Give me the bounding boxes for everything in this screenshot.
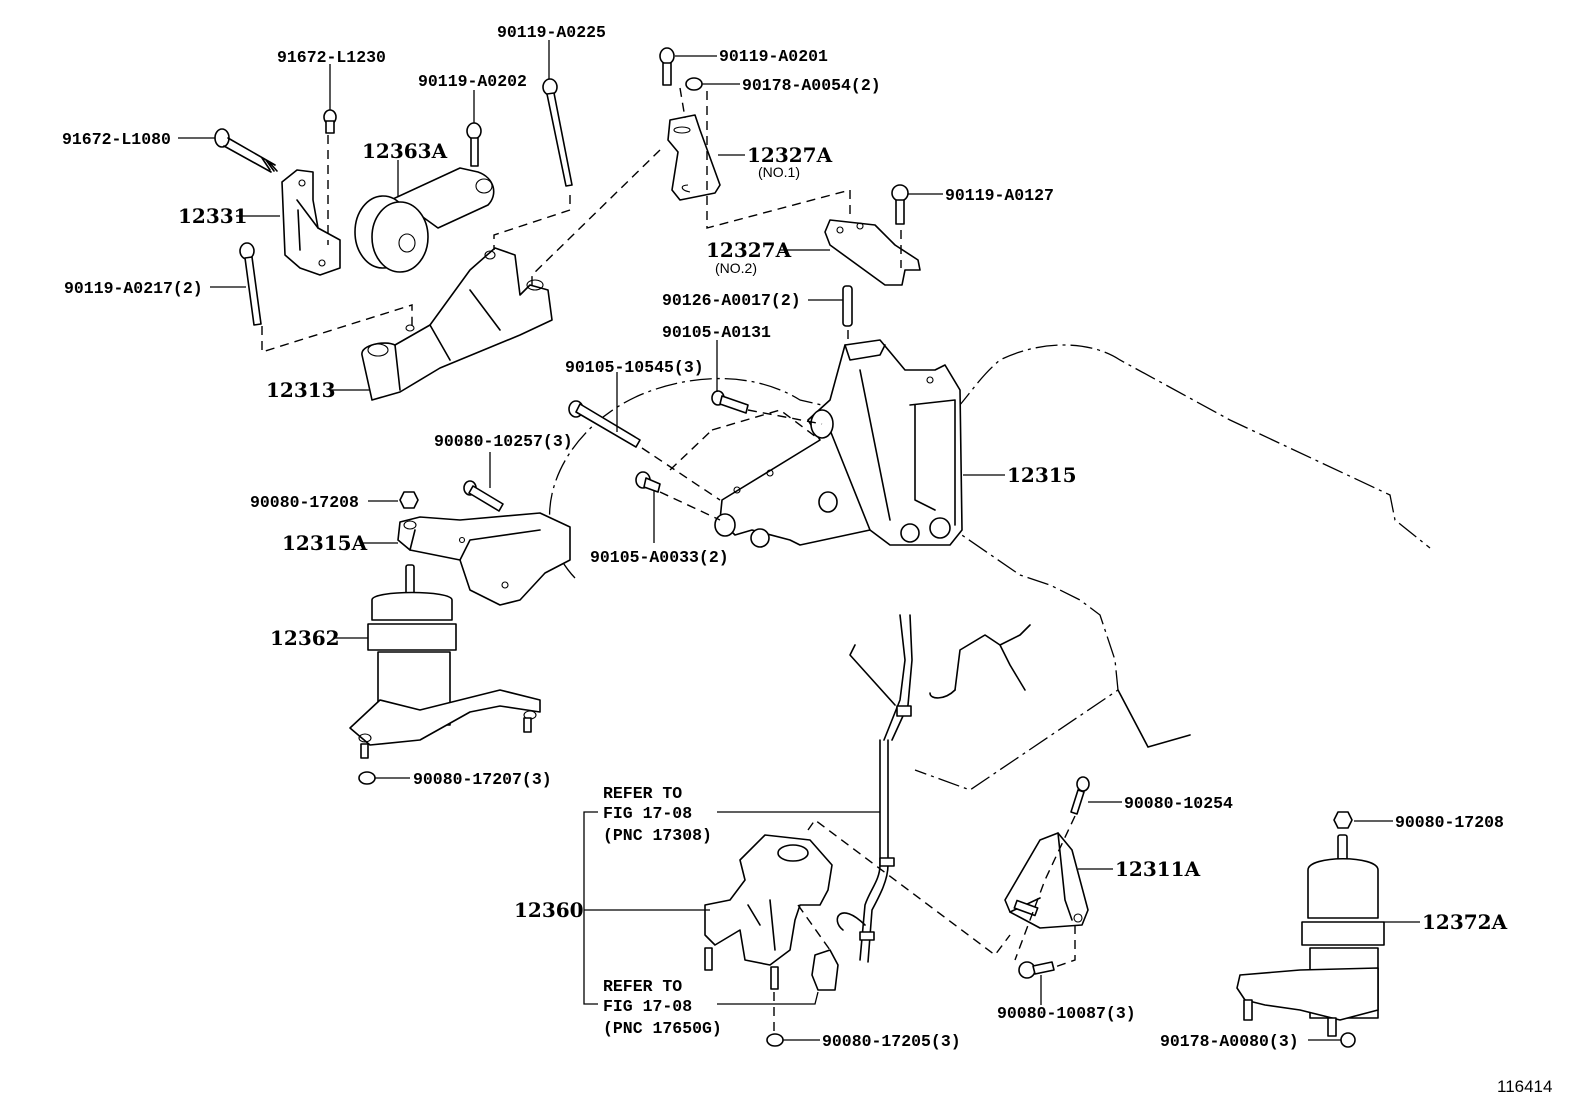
- ref-bottom-line3: (PNC 17650G): [603, 1019, 722, 1038]
- bracket-12313: [361, 247, 553, 401]
- label-90126-A0017[interactable]: 90126-A0017(2): [662, 291, 801, 310]
- bolt-90105-A0033: [635, 471, 661, 493]
- engine-phantom-outline: [549, 344, 1431, 791]
- bracket-12331: [281, 169, 341, 276]
- label-12327A-no2-sub: (NO.2): [715, 260, 757, 276]
- torque-rod-12363A: [354, 167, 495, 273]
- bolt-90119-A0225: [542, 78, 573, 187]
- bracket-12315A: [397, 512, 571, 606]
- label-90119-A0127[interactable]: 90119-A0127: [945, 186, 1054, 205]
- assembly-dashed-lines-upper-middle: [679, 87, 902, 268]
- engine-mount-12362: [349, 564, 541, 759]
- assembly-dashed-lines-center: [641, 330, 849, 521]
- label-90105-A0131[interactable]: 90105-A0131: [662, 323, 771, 342]
- label-12313[interactable]: 12313: [266, 378, 336, 402]
- label-91672-L1080[interactable]: 91672-L1080: [62, 130, 171, 149]
- nut-90080-17205: [766, 1033, 784, 1047]
- stud-90126-A0017: [842, 285, 853, 327]
- label-90105-A0033[interactable]: 90105-A0033(2): [590, 548, 729, 567]
- nut-90178-A0080: [1340, 1032, 1356, 1048]
- label-12372A[interactable]: 12372A: [1422, 910, 1508, 934]
- label-90119-A0225[interactable]: 90119-A0225: [497, 23, 606, 42]
- bolt-90119-A0127: [891, 184, 909, 225]
- nut-90080-17207: [358, 771, 376, 785]
- ref-bottom-line2[interactable]: FIG 17-08: [603, 997, 692, 1016]
- label-12360[interactable]: 12360: [514, 898, 584, 922]
- label-12327A-no1[interactable]: 12327A: [747, 143, 833, 167]
- label-90080-10257[interactable]: 90080-10257(3): [434, 432, 573, 451]
- label-90080-17207[interactable]: 90080-17207(3): [413, 770, 552, 789]
- label-12331[interactable]: 12331: [178, 204, 248, 228]
- label-90178-A0054[interactable]: 90178-A0054(2): [742, 76, 881, 95]
- assembly-dashed-lines-upper-left: [261, 135, 661, 353]
- ref-top-line2[interactable]: FIG 17-08: [603, 804, 692, 823]
- engine-mount-12372A: [1236, 834, 1385, 1037]
- ref-bottom-line1: REFER TO: [603, 977, 682, 996]
- ref-top-line1: REFER TO: [603, 784, 682, 803]
- assembly-dashed-lines-bottom-middle: [773, 819, 1011, 1032]
- bolt-90119-A0202: [466, 122, 482, 167]
- bolt-91672-L1080: [214, 128, 278, 173]
- nut-90178-A0054: [685, 77, 703, 91]
- bracket-12315: [714, 339, 963, 548]
- bolt-90119-A0217: [239, 242, 262, 326]
- assembly-dashed-lines-bottom-right: [1014, 815, 1076, 968]
- label-12362[interactable]: 12362: [270, 626, 340, 650]
- bolt-90080-10254: [1070, 776, 1090, 815]
- label-90080-17205[interactable]: 90080-17205(3): [822, 1032, 961, 1051]
- bolt-91672-L1230: [323, 109, 337, 134]
- bolt-90119-A0201: [659, 47, 675, 86]
- label-12327A-no1-sub: (NO.1): [758, 164, 800, 180]
- label-12363A[interactable]: 12363A: [362, 139, 448, 163]
- figure-number: 116414: [1497, 1077, 1552, 1096]
- bracket-12327A-no2: [824, 219, 921, 286]
- label-90119-A0217[interactable]: 90119-A0217(2): [64, 279, 203, 298]
- bracket-12327A-no1: [667, 114, 721, 201]
- leader-lines: [178, 40, 1420, 1041]
- vacuum-hose: [836, 614, 913, 963]
- part-labels: 91672-L1230 91672-L1080 12331 12363A 901…: [62, 23, 1552, 1096]
- label-90105-10545[interactable]: 90105-10545(3): [565, 358, 704, 377]
- nut-90080-17208-right: [1333, 811, 1353, 829]
- label-90080-17208-right[interactable]: 90080-17208: [1395, 813, 1504, 832]
- bolt-90080-10257: [463, 480, 504, 512]
- ref-top-line3: (PNC 17308): [603, 826, 712, 845]
- bolt-90105-A0131: [711, 390, 749, 414]
- bolt-90105-10545: [568, 400, 641, 448]
- bolt-90080-10087: [1018, 961, 1055, 979]
- label-90119-A0201[interactable]: 90119-A0201: [719, 47, 828, 66]
- label-12327A-no2[interactable]: 12327A: [706, 238, 792, 262]
- label-90178-A0080[interactable]: 90178-A0080(3): [1160, 1032, 1299, 1051]
- label-90080-10254[interactable]: 90080-10254: [1124, 794, 1233, 813]
- label-90080-17208-left[interactable]: 90080-17208: [250, 493, 359, 512]
- engine-mount-12360: [704, 834, 839, 991]
- label-12311A[interactable]: 12311A: [1115, 857, 1201, 881]
- label-90119-A0202[interactable]: 90119-A0202: [418, 72, 527, 91]
- bracket-12311A: [1004, 832, 1089, 929]
- label-90080-10087[interactable]: 90080-10087(3): [997, 1004, 1136, 1023]
- label-91672-L1230[interactable]: 91672-L1230: [277, 48, 386, 67]
- label-12315A[interactable]: 12315A: [282, 531, 368, 555]
- nut-90080-17208-left: [399, 491, 419, 509]
- label-12315[interactable]: 12315: [1007, 463, 1077, 487]
